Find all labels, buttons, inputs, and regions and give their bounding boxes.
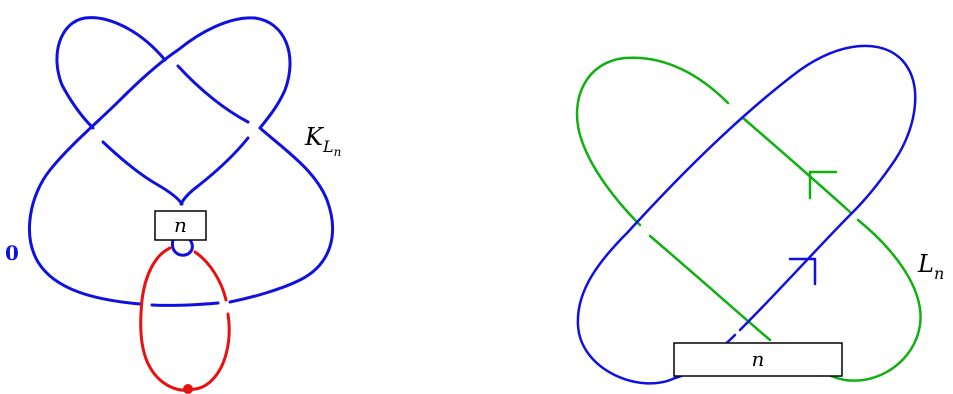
green-arrow — [808, 170, 838, 200]
green-component — [575, 56, 922, 382]
knot-label-main: K — [304, 123, 325, 151]
knot-strand-top-under — [176, 64, 250, 124]
link-label-sub: n — [934, 264, 944, 283]
knot-strand-outer-right — [228, 126, 335, 304]
blue-arrow — [788, 257, 817, 286]
green-strand-upper — [575, 56, 730, 227]
knot-strand-outer-left — [27, 98, 142, 306]
left-box — [154, 210, 207, 241]
blue-strand-diag-up — [626, 44, 917, 234]
unknot-right-arc — [193, 250, 228, 302]
unknot — [139, 246, 231, 392]
knot-label-sub: L — [322, 137, 334, 156]
left-box-label: n — [174, 213, 187, 237]
knot-label: KLn — [304, 123, 341, 159]
knot-strand-right-to-box — [179, 136, 250, 206]
right-box — [673, 342, 843, 377]
green-strand-lower-left — [648, 234, 772, 342]
right-diagram: n Ln — [575, 44, 944, 385]
knot-strand-bottom — [150, 301, 220, 307]
blue-strand-diag-down — [738, 210, 855, 332]
knot-label-subsub: n — [334, 145, 342, 159]
framing-label: 0 — [5, 241, 19, 265]
knot-k — [27, 16, 335, 307]
knot-strand-hook — [170, 238, 194, 257]
left-diagram: n 0 KLn — [5, 16, 341, 394]
knot-strand-left-to-box — [101, 140, 184, 206]
knot-strand-top-over — [118, 16, 292, 130]
right-box-label: n — [752, 347, 765, 371]
knot-strand-upper-left-lobe — [55, 16, 167, 130]
unknot-left-arc — [139, 246, 190, 392]
unknot-right-lower-arc — [186, 312, 231, 391]
link-label: Ln — [917, 250, 944, 283]
green-strand-diag-right — [741, 116, 852, 214]
link-label-main: L — [917, 250, 934, 278]
unknot-dot — [183, 384, 193, 394]
